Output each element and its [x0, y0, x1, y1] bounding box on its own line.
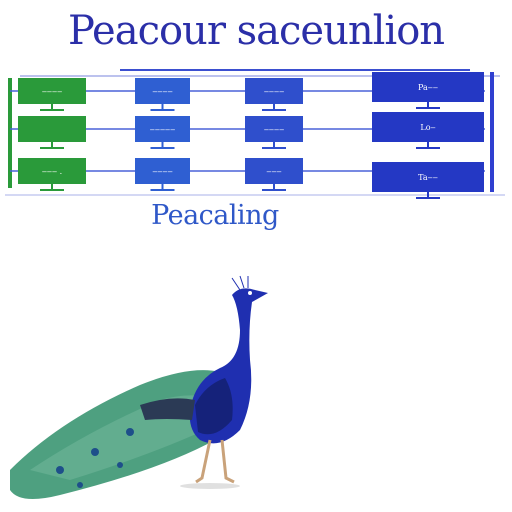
node-col-2-2: ‒‒‒‒‒: [135, 116, 190, 149]
peacock-crest: [231, 275, 249, 291]
node-col-1-3: ‒‒‒ .: [18, 158, 86, 191]
node-box: [245, 158, 303, 184]
page-title: Peacour saceunlion: [67, 8, 445, 54]
peacock-illustration: [10, 275, 268, 499]
left-bracket: [8, 78, 12, 188]
node-label: ‒‒‒‒: [264, 125, 284, 134]
node-box: [245, 78, 303, 104]
node-col-3-3: ‒‒‒: [245, 158, 303, 191]
node-box: [18, 116, 86, 142]
node-label: ‒‒‒‒: [152, 87, 172, 96]
node-label: Lo‒: [420, 123, 435, 132]
node-col-2-1: ‒‒‒‒: [135, 78, 190, 111]
node-col-1-2: [18, 116, 86, 149]
peacock-legs: [195, 439, 235, 484]
peacock-eye: [248, 291, 252, 295]
peacock-tail-base: [140, 398, 195, 420]
node-boxes: ‒‒‒‒‒‒‒ .‒‒‒‒‒‒‒‒‒‒‒‒‒‒‒‒‒‒‒‒‒‒‒‒Pa‒‒Lo‒…: [18, 72, 484, 199]
node-box: [135, 78, 190, 104]
node-box: [372, 72, 484, 102]
peacock-wing: [195, 378, 233, 435]
node-box: [135, 116, 190, 142]
node-box: [18, 158, 86, 184]
node-label: ‒‒‒‒‒: [150, 125, 175, 134]
node-label: ‒‒‒‒: [264, 87, 284, 96]
node-col-2-3: ‒‒‒‒: [135, 158, 190, 191]
node-col-4-2: Lo‒: [372, 112, 484, 149]
right-bracket: [490, 72, 494, 192]
ground-shadow: [180, 483, 240, 489]
node-box: [245, 116, 303, 142]
node-label: Ta‒‒: [418, 173, 438, 182]
node-label: Pa‒‒: [418, 83, 438, 92]
node-box: [135, 158, 190, 184]
node-label: ‒‒‒ .: [42, 167, 62, 176]
node-label: ‒‒‒‒: [152, 167, 172, 176]
node-col-4-1: Pa‒‒: [372, 72, 484, 109]
node-col-3-2: ‒‒‒‒: [245, 116, 303, 149]
node-col-4-3: Ta‒‒: [372, 162, 484, 199]
node-col-1-1: ‒‒‒‒: [18, 78, 86, 111]
node-box: [372, 112, 484, 142]
node-box: [372, 162, 484, 192]
node-label: ‒‒‒‒: [42, 87, 62, 96]
node-label: ‒‒‒: [266, 167, 281, 176]
diagram-subtitle: Peacaling: [151, 200, 279, 231]
node-box: [18, 78, 86, 104]
node-col-3-1: ‒‒‒‒: [245, 78, 303, 111]
